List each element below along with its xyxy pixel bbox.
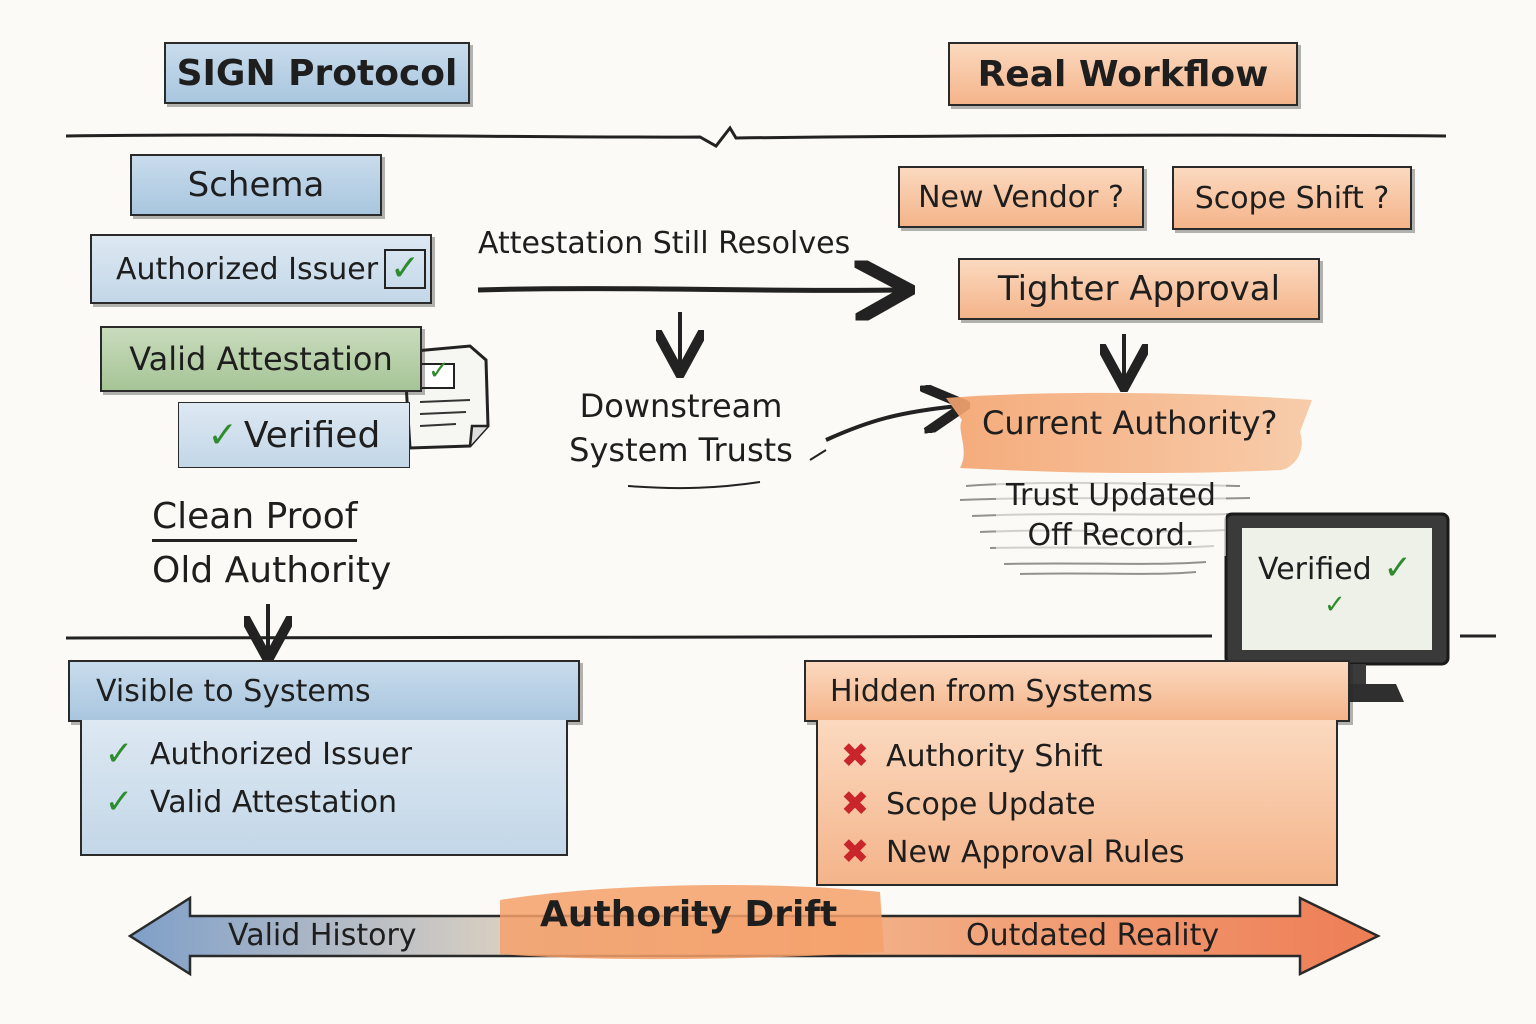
hidden-item-label: New Approval Rules (886, 834, 1185, 870)
hidden-item-label: Scope Update (886, 786, 1096, 822)
valid-attestation-box: Valid Attestation (100, 326, 422, 392)
checkbox-check-icon: ✓ (384, 249, 427, 289)
hidden-item: ✖ Authority Shift (838, 732, 1316, 780)
hidden-panel-title: Hidden from Systems (804, 660, 1350, 722)
verified-label: Verified (243, 414, 381, 456)
visible-panel: Visible to Systems ✓ Authorized Issuer ✓… (68, 660, 580, 856)
right-header: Real Workflow (948, 42, 1298, 106)
trust-line-2: Off Record. (1027, 518, 1195, 553)
downstream-line-1: Downstream (579, 387, 783, 425)
hidden-panel-body: ✖ Authority Shift ✖ Scope Update ✖ New A… (816, 720, 1338, 886)
bottom-divider (65, 634, 1496, 640)
left-header: SIGN Protocol (164, 42, 470, 104)
authorized-issuer-box: Authorized Issuer ✓ (90, 234, 432, 304)
visible-item: ✓ Valid Attestation (102, 778, 546, 826)
monitor-small-check-icon: ✓ (1324, 590, 1346, 620)
cross-icon: ✖ (840, 784, 870, 824)
hidden-item: ✖ Scope Update (838, 780, 1316, 828)
cross-icon: ✖ (840, 736, 870, 776)
document-check-icon: ✓ (428, 356, 450, 386)
check-icon: ✓ (104, 734, 134, 774)
trust-updated-label: Trust Updated Off Record. (996, 476, 1226, 556)
verified-check-icon: ✓ (207, 414, 238, 456)
tighter-approval-box: Tighter Approval (958, 258, 1320, 320)
visible-item-label: Authorized Issuer (150, 736, 413, 772)
document-icon (402, 344, 490, 450)
attestation-arrow (477, 289, 900, 291)
check-icon: ✓ (104, 782, 134, 822)
visible-panel-title: Visible to Systems (68, 660, 580, 722)
clean-proof-label: Clean Proof (152, 496, 358, 542)
new-vendor-box: New Vendor ? (898, 166, 1144, 228)
verified-box: ✓ Verified (178, 402, 410, 468)
authority-smudge (946, 392, 1312, 474)
hidden-item: ✖ New Approval Rules (838, 828, 1316, 876)
top-divider (65, 125, 1447, 148)
monitor-verified-text: Verified (1258, 552, 1372, 587)
trust-line-1: Trust Updated (1006, 478, 1216, 513)
visible-panel-body: ✓ Authorized Issuer ✓ Valid Attestation (80, 720, 568, 856)
monitor-icon (1224, 512, 1450, 702)
downstream-line-2: System Trusts (569, 431, 793, 469)
monitor-check-icon: ✓ (1371, 548, 1413, 588)
hidden-item-label: Authority Shift (886, 738, 1103, 774)
attestation-resolves-label: Attestation Still Resolves (478, 226, 851, 261)
schema-box: Schema (130, 154, 382, 216)
downstream-label: Downstream System Trusts (556, 384, 806, 472)
authorized-issuer-label: Authorized Issuer (116, 251, 379, 287)
monitor-verified-label: Verified ✓ (1258, 548, 1412, 588)
authority-drift-label: Authority Drift (540, 894, 838, 935)
cross-icon: ✖ (840, 832, 870, 872)
downstream-to-authority-arrow (825, 406, 958, 442)
valid-history-label: Valid History (228, 918, 417, 953)
outdated-reality-label: Outdated Reality (966, 918, 1220, 953)
visible-item-label: Valid Attestation (150, 784, 398, 820)
hidden-panel: Hidden from Systems ✖ Authority Shift ✖ … (804, 660, 1350, 886)
scope-shift-box: Scope Shift ? (1172, 166, 1412, 230)
old-authority-label: Old Authority (152, 550, 392, 591)
current-authority-label: Current Authority? (982, 404, 1278, 442)
visible-item: ✓ Authorized Issuer (102, 730, 546, 778)
